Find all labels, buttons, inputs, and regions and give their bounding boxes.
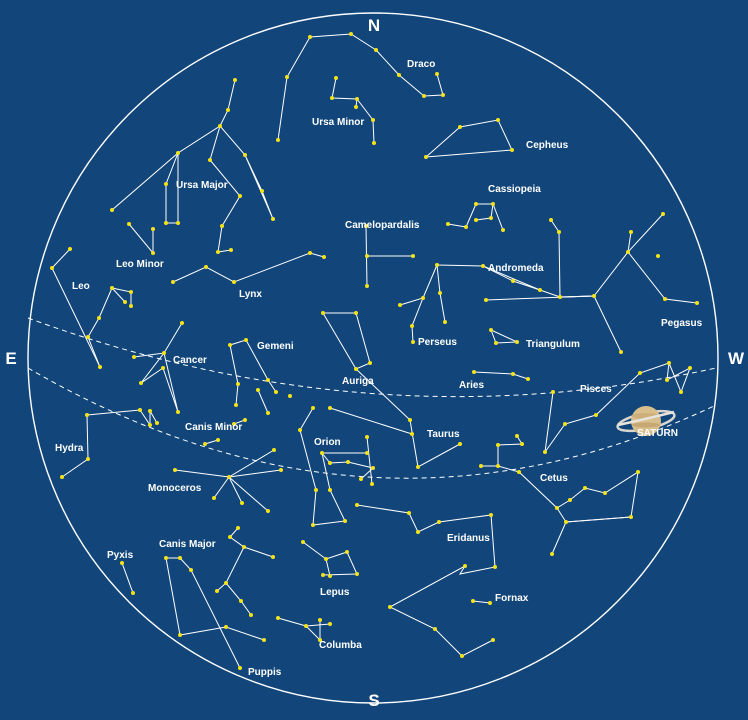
label-cancer: Cancer: [173, 355, 207, 366]
label-taurus: Taurus: [427, 429, 460, 440]
label-fornax: Fornax: [495, 593, 529, 604]
label-ursa-minor: Ursa Minor: [312, 117, 364, 128]
label-pisces: Pisces: [580, 384, 612, 395]
label-puppis: Puppis: [248, 667, 282, 678]
label-cepheus: Cepheus: [526, 140, 569, 151]
direction-east: E: [5, 349, 16, 368]
label-monoceros: Monoceros: [148, 483, 202, 494]
label-orion: Orion: [314, 437, 341, 448]
label-camelopardalis: Camelopardalis: [345, 220, 420, 231]
direction-south: S: [368, 691, 379, 710]
label-lepus: Lepus: [320, 587, 350, 598]
label-andromeda: Andromeda: [488, 263, 544, 274]
label-draco: Draco: [407, 59, 435, 70]
label-gemeni: Gemeni: [257, 341, 294, 352]
horizon-circle: [27, 12, 719, 704]
label-pyxis: Pyxis: [107, 550, 134, 561]
label-perseus: Perseus: [418, 337, 457, 348]
label-eridanus: Eridanus: [447, 533, 490, 544]
ecliptic-line-upper: [27, 317, 717, 398]
label-columba: Columba: [319, 640, 362, 651]
label-pegasus: Pegasus: [661, 318, 703, 329]
stars: [50, 32, 699, 670]
label-aries: Aries: [459, 380, 484, 391]
label-ursa-major: Ursa Major: [176, 180, 228, 191]
label-auriga: Auriga: [342, 376, 374, 387]
label-hydra: Hydra: [55, 443, 84, 454]
label-saturn: SATURN: [637, 428, 678, 439]
saturn-icon: [616, 406, 676, 436]
label-canis-minor: Canis Minor: [185, 422, 242, 433]
direction-north: N: [368, 16, 380, 35]
label-cetus: Cetus: [540, 473, 568, 484]
label-canis-major: Canis Major: [159, 539, 216, 550]
ecliptic-line-lower: [27, 367, 717, 479]
label-lynx: Lynx: [239, 289, 262, 300]
label-triangulum: Triangulum: [526, 339, 580, 350]
direction-west: W: [728, 349, 745, 368]
label-cassiopeia: Cassiopeia: [488, 184, 541, 195]
label-leo: Leo: [72, 281, 90, 292]
label-leo-minor: Leo Minor: [116, 259, 164, 270]
constellation-lines: [51, 33, 698, 669]
